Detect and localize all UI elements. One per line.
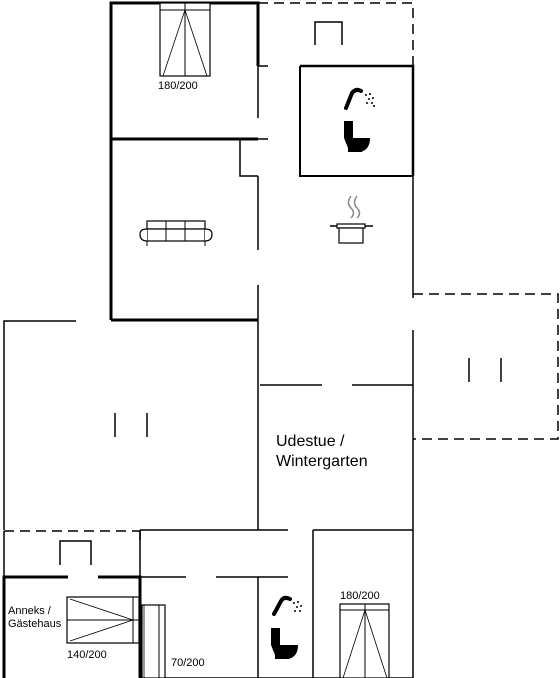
sofa-icon	[139, 220, 213, 246]
bed-size-label-right: 180/200	[340, 590, 380, 602]
annex-label-line2: Gästehaus	[8, 618, 62, 630]
terrace-right	[413, 293, 559, 440]
main-house-walls	[109, 1, 415, 322]
sunroom-label-line1: Udestue /	[276, 433, 345, 450]
bed-double-annex	[66, 596, 140, 644]
toilet-icon	[344, 121, 370, 152]
bed-single	[141, 604, 166, 678]
cooking-pot-icon	[330, 195, 373, 244]
toilet-icon	[271, 628, 298, 659]
terrace-top	[258, 2, 414, 66]
annex-walls	[2, 529, 413, 678]
bed-size-label-annex: 140/200	[67, 649, 107, 661]
terrace-bottom-left	[3, 530, 141, 576]
bed-size-label-single: 70/200	[171, 657, 205, 669]
sunroom-label-line2: Wintergarten	[276, 453, 368, 470]
sunroom-walls	[257, 320, 414, 678]
bed-double-right	[339, 603, 390, 678]
annex-label-line1: Anneks /	[8, 605, 52, 617]
shower-icon	[272, 595, 302, 616]
shower-icon	[344, 87, 375, 110]
bed-double-top	[159, 2, 211, 77]
bed-size-label-top: 180/200	[158, 80, 198, 92]
left-room-walls	[3, 320, 258, 531]
